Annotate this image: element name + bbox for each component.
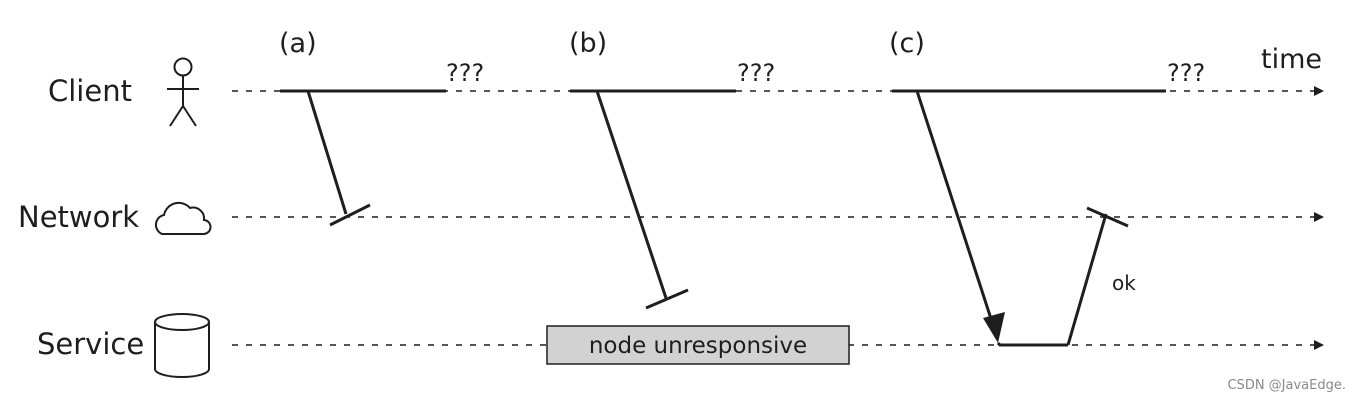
scenario-a-label: (a) — [279, 28, 317, 59]
scenario-a-unknown: ??? — [446, 59, 484, 87]
scenario-b-request — [570, 89, 736, 310]
scenario-b-unknown: ??? — [737, 59, 775, 87]
cloud-icon — [154, 201, 212, 235]
node-unresponsive-box: node unresponsive — [546, 325, 850, 365]
scenario-c-label: (c) — [889, 28, 925, 59]
scenario-c-request — [892, 89, 1166, 347]
scenario-c-unknown: ??? — [1167, 59, 1205, 87]
scenario-a-lost-marker — [329, 203, 371, 227]
scenario-c-request-arrowhead — [983, 312, 1005, 343]
node-unresponsive-label: node unresponsive — [589, 333, 807, 359]
scenario-b-label: (b) — [569, 28, 607, 59]
database-icon — [154, 313, 210, 378]
scenario-c-request-line — [915, 90, 996, 329]
time-axis-label: time — [1261, 44, 1322, 75]
service-lane-label: Service — [37, 327, 144, 361]
network-lane-label: Network — [18, 200, 139, 234]
scenario-a-request-line — [306, 90, 348, 215]
scenario-a-request — [280, 89, 446, 227]
scenario-c-lost-marker — [1086, 206, 1129, 228]
scenario-c-processing-segment — [996, 341, 1068, 347]
person-icon — [167, 57, 199, 127]
scenario-b-request-line — [595, 90, 668, 299]
scenario-c-response-line — [1066, 213, 1108, 346]
client-lane-label: Client — [48, 74, 132, 108]
watermark: CSDN @JavaEdge. — [1227, 378, 1346, 393]
scenario-b-lost-marker — [645, 288, 689, 310]
response-ok-label: ok — [1112, 271, 1136, 295]
